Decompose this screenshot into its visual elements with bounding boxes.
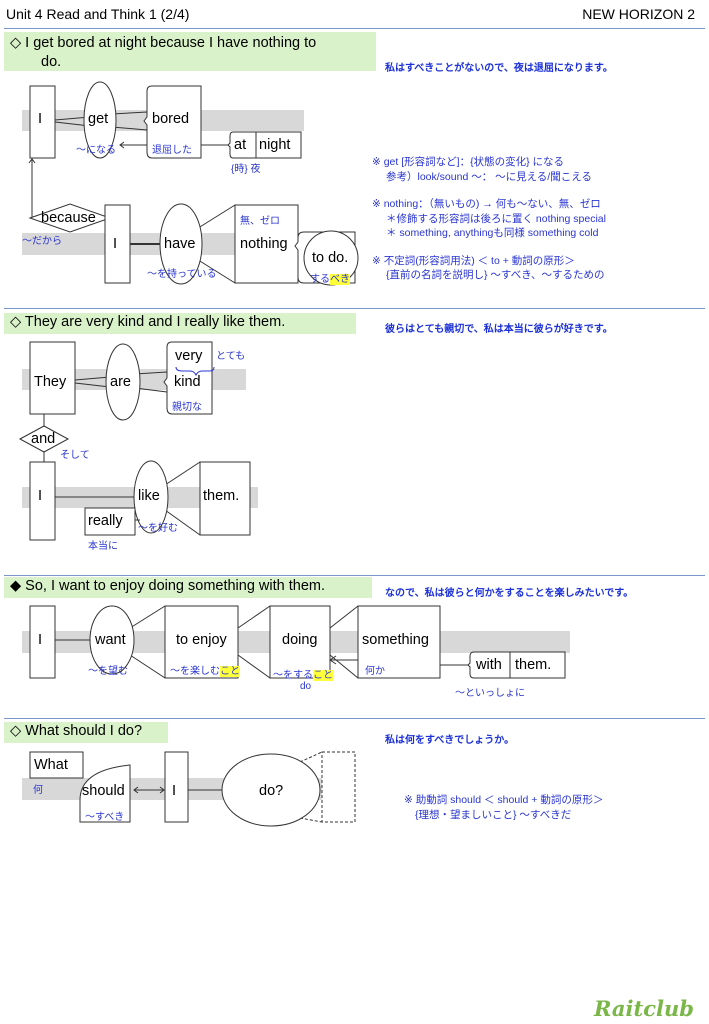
gloss-should: 〜すべき [85,812,125,823]
word-to-do: to do. [312,250,349,266]
note: 参考）look/sound 〜： 〜に見える/聞こえる [386,170,592,183]
word-have: have [164,236,196,252]
note: ※ nothing：（無いもの) → 何も〜ない、無、ゼロ [372,198,601,210]
gloss-nothing: 無、ゼロ [240,216,280,227]
gloss-to-enjoy: 〜を楽しむこと [170,662,240,677]
lesson-title: Unit 4 Read and Think 1 (2/4) [6,6,190,22]
word-and: and [31,431,56,447]
note: {理想・望ましいこと} 〜すべきだ [415,808,572,821]
gloss-very: とても [216,351,246,362]
word-I-2: I [113,236,118,252]
word-something: something [362,632,429,648]
sentence-2: ◇ They are very kind and I really like t… [4,313,356,334]
notes-1: ※ get [形容詞など]：{状態の変化} になる 参考）look/sound … [372,155,606,283]
note: ※ 助動詞 should ＜ should + 動詞の原形＞ [404,794,604,806]
word-I: I [38,111,43,127]
raitclub-logo: Raitclub [594,996,694,1021]
header-divider [4,28,705,29]
word-bored: bored [152,111,190,127]
word-like: like [138,488,160,504]
gloss-to-enjoy-highlight: こと [220,666,240,677]
gloss-get: 〜になる [76,145,116,156]
sentence-1-line2: do. [41,54,62,70]
sentence-4: ◇ What should I do? [4,722,168,743]
translation-1: 私はすべきことがないので、夜は退屈になります。 [385,63,613,74]
gloss-doing-a: 〜をする [273,670,313,681]
word-them: them. [203,488,240,504]
gloss-have: 〜を持っている [147,269,217,280]
word-are: are [110,374,131,390]
gloss-bored: 退屈した [152,145,192,156]
sentence-3: ◆ So, I want to enjoy doing something wi… [4,577,372,598]
word-nothing: nothing [240,236,288,252]
gloss-to-enjoy-a: 〜を楽しむ [170,666,220,677]
word-get: get [88,111,109,127]
word-very: very [175,348,203,364]
note: ※ get [形容詞など]：{状態の変化} になる [372,156,564,168]
translation-2: 彼らはとても親切で、私は本当に彼らが好きです。 [385,324,613,335]
gloss-like: 〜を好む [138,523,178,534]
word-kind: kind [174,374,201,390]
word-to-enjoy: to enjoy [176,632,227,648]
gloss-to-do: するべき [310,270,350,285]
word-doing: doing [282,632,318,648]
note: ＊ something, anythingも同様 something cold [386,227,599,239]
word-because: because [41,210,96,226]
notes-4: ※ 助動詞 should ＜ should + 動詞の原形＞ {理想・望ましいこ… [404,793,603,822]
note: {直前の名詞を説明し} 〜すべき、〜するための [386,269,605,281]
note: ＊修飾する形容詞は後ろに置く nothing special [386,212,606,225]
gloss-really: 本当に [88,541,118,552]
gloss-with: 〜といっしょに [455,688,525,699]
word-really: really [88,513,123,529]
sentence-1-line1: ◇ I get bored at night because I have no… [10,35,317,51]
gloss-because: 〜だから [22,236,62,247]
word-I: I [38,632,43,648]
word-do: do? [259,783,284,799]
word-I: I [172,783,177,799]
gloss-at-night: {時} 夜 [231,164,261,175]
word-with: with [476,657,502,673]
gloss-do: do [300,681,312,692]
word-want: want [95,632,126,648]
word-them: them. [515,657,552,673]
gloss-to-do-highlight: べき [330,274,350,285]
gloss-doing-highlight: こと [313,670,333,681]
word-at: at [234,137,247,153]
section-divider [4,575,705,576]
word-I: I [38,488,43,504]
gloss-want: 〜を望む [88,666,128,677]
sentence-1: ◇ I get bored at night because I have no… [4,32,376,71]
word-should: should [82,783,125,799]
word-they: They [34,374,67,390]
note: ※ 不定詞(形容詞用法) ＜ to + 動詞の原形＞ [372,254,575,267]
gloss-something: 何か [365,666,385,677]
textbook-name: NEW HORIZON 2 [582,6,695,22]
gloss-kind: 親切な [172,402,202,413]
gloss-and: そして [60,450,90,461]
gloss-to-do-a: する [310,274,330,285]
section-divider [4,308,705,309]
gloss-doing: 〜をすること [273,666,333,681]
gloss-what: 何 [33,785,43,796]
translation-4: 私は何をすべきでしょうか。 [385,735,515,746]
word-night: night [259,137,291,153]
translation-3: なので、私は彼らと何かをすることを楽しみたいです。 [385,588,634,599]
word-what: What [34,757,68,773]
section-divider [4,718,705,719]
